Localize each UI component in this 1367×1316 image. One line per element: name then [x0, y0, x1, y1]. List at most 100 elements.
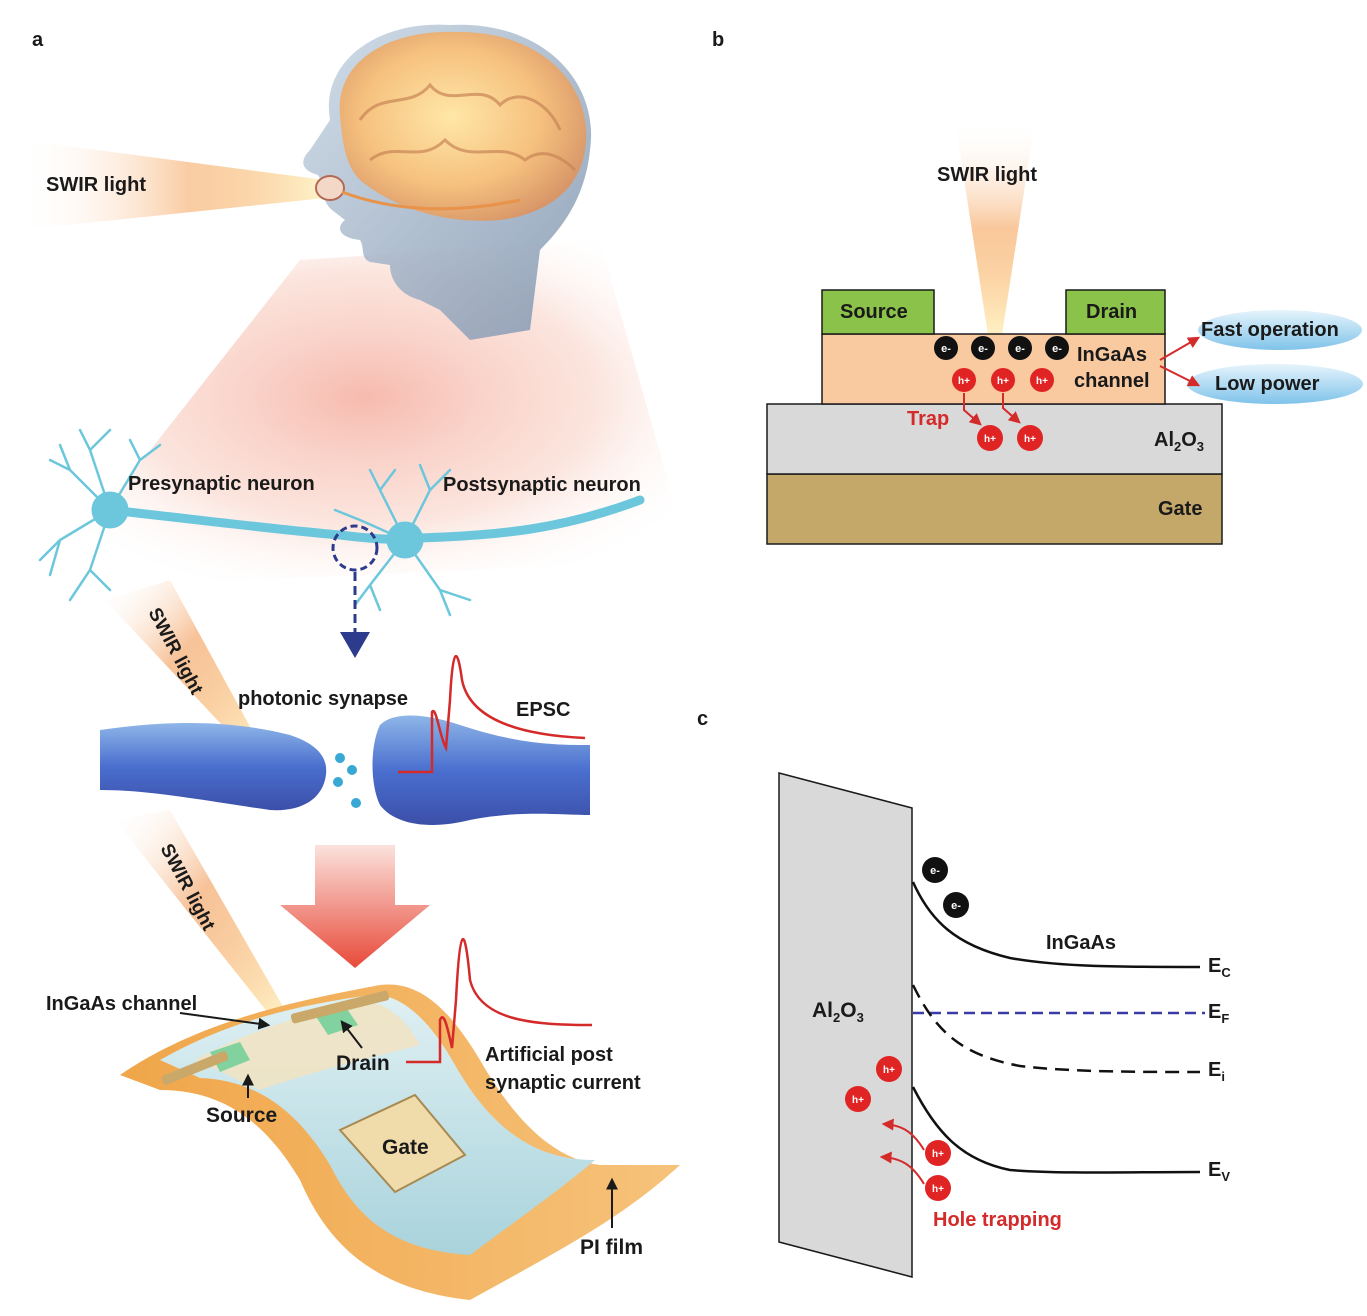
svg-text:h+: h+ — [883, 1065, 895, 1076]
ingaas-pointer — [179, 1012, 271, 1030]
fast-arrow — [1159, 336, 1201, 361]
ev-sub: V — [1221, 1169, 1230, 1184]
panel-b-letter: b — [712, 29, 724, 51]
pi-film-label: PI film — [580, 1236, 643, 1259]
panel-a: a SWIR light Presynaptic neuron Postsyna… — [20, 24, 690, 1300]
svg-text:h+: h+ — [932, 1149, 944, 1160]
conduction-band — [911, 881, 1201, 969]
device-source-label: Source — [206, 1104, 277, 1127]
ec-label: EC — [1208, 955, 1231, 980]
valence-band — [911, 1086, 1201, 1174]
svg-text:h+: h+ — [984, 434, 996, 445]
device-drain-label: Drain — [336, 1052, 390, 1075]
oxide-b-sub1: 2 — [1174, 439, 1181, 454]
ec-sub: C — [1221, 965, 1231, 980]
electron-3: e- — [1008, 336, 1032, 360]
panel-c: c Al2O3 InGaAs EC EF Ei EV e- e- h+ h+ h… — [697, 708, 1231, 1278]
electron-1: e- — [934, 336, 958, 360]
svg-text:e-: e- — [941, 343, 951, 355]
oxide-c-al: Al — [812, 999, 833, 1022]
oxide-b-sub2: 3 — [1197, 439, 1204, 454]
oxide-b-o: O — [1181, 429, 1197, 451]
light-beam-mid — [105, 580, 260, 755]
apsc-line2: synaptic current — [485, 1072, 641, 1094]
light-beam-low — [115, 810, 285, 1018]
ei-sub: i — [1221, 1069, 1225, 1084]
fast-operation-oval — [1198, 310, 1362, 350]
ingaas-label-c: InGaAs — [1046, 932, 1116, 954]
svg-text:h+: h+ — [958, 376, 970, 387]
low-power-label: Low power — [1215, 373, 1320, 395]
low-arrow — [1159, 365, 1201, 387]
big-down-arrow — [280, 845, 430, 968]
panel-c-letter: c — [697, 708, 708, 730]
swir-label-b: SWIR light — [937, 164, 1037, 186]
valence-hole-1: h+ — [925, 1140, 951, 1166]
source-contact — [821, 289, 935, 335]
zoom-arrow-head — [340, 632, 370, 658]
swir-label-top: SWIR light — [46, 174, 146, 196]
light-beam-eye — [20, 140, 325, 230]
neuron-illustration — [38, 428, 645, 617]
band-electron-2: e- — [943, 892, 969, 918]
drain-label-b: Drain — [1086, 301, 1137, 323]
brain-illustration — [303, 24, 592, 340]
valence-hole-2: h+ — [925, 1175, 951, 1201]
apsc-curve — [406, 938, 593, 1064]
ef-main: E — [1208, 1001, 1221, 1023]
light-beam-b — [955, 120, 1035, 335]
svg-text:e-: e- — [1015, 343, 1025, 355]
synapse-illustration — [100, 715, 590, 825]
hole-trapping-label: Hole trapping — [933, 1209, 1062, 1231]
hole-1: h+ — [952, 368, 976, 392]
panel-a-letter: a — [32, 29, 44, 51]
ev-label: EV — [1208, 1159, 1230, 1184]
oxide-label-b: Al2O3 — [1154, 429, 1204, 454]
ec-main: E — [1208, 955, 1221, 977]
device-gate-label: Gate — [382, 1136, 429, 1159]
svg-text:e-: e- — [1052, 343, 1062, 355]
oxide-c-sub1: 2 — [833, 1010, 840, 1025]
photonic-synapse-label: photonic synapse — [238, 688, 408, 710]
trapped-hole-1: h+ — [876, 1056, 902, 1082]
svg-text:h+: h+ — [997, 376, 1009, 387]
hole-trap-arrow-2 — [879, 1151, 925, 1185]
fast-operation-label: Fast operation — [1201, 319, 1339, 341]
oxide-b-al: Al — [1154, 429, 1174, 451]
ev-main: E — [1208, 1159, 1221, 1181]
apsc-line1: Artificial post — [485, 1044, 613, 1066]
hole-2: h+ — [991, 368, 1015, 392]
svg-text:e-: e- — [978, 343, 988, 355]
drain-contact — [1065, 289, 1166, 335]
synapse-zoom-circle — [331, 524, 379, 572]
oxide-c-o: O — [840, 999, 856, 1022]
gate-label-b: Gate — [1158, 498, 1202, 520]
band-electron-1: e- — [922, 857, 948, 883]
hole-3: h+ — [1030, 368, 1054, 392]
intrinsic-level — [911, 984, 1201, 1074]
trap-arrow-1 — [963, 393, 982, 426]
svg-text:e-: e- — [930, 865, 940, 877]
flexible-device-illustration — [120, 984, 680, 1300]
svg-text:h+: h+ — [932, 1184, 944, 1195]
oxide-c-sub2: 3 — [857, 1010, 864, 1025]
svg-text:e-: e- — [951, 900, 961, 912]
ef-label: EF — [1208, 1001, 1229, 1026]
svg-text:h+: h+ — [852, 1095, 864, 1106]
ingaas-channel-label: InGaAs channel — [46, 993, 197, 1015]
low-power-oval — [1187, 364, 1363, 404]
oxide-label-c: Al2O3 — [812, 999, 864, 1025]
svg-text:h+: h+ — [1036, 376, 1048, 387]
hole-4: h+ — [977, 425, 1003, 451]
presynaptic-label: Presynaptic neuron — [128, 473, 315, 495]
channel-line1: InGaAs — [1077, 344, 1147, 366]
epsc-curve — [398, 654, 586, 774]
drain-pointer — [340, 1020, 363, 1049]
gate-layer — [766, 473, 1223, 545]
ef-sub: F — [1221, 1011, 1229, 1026]
epsc-label: EPSC — [516, 699, 570, 721]
electron-2: e- — [971, 336, 995, 360]
trap-label: Trap — [907, 408, 949, 430]
svg-text:h+: h+ — [1024, 434, 1036, 445]
